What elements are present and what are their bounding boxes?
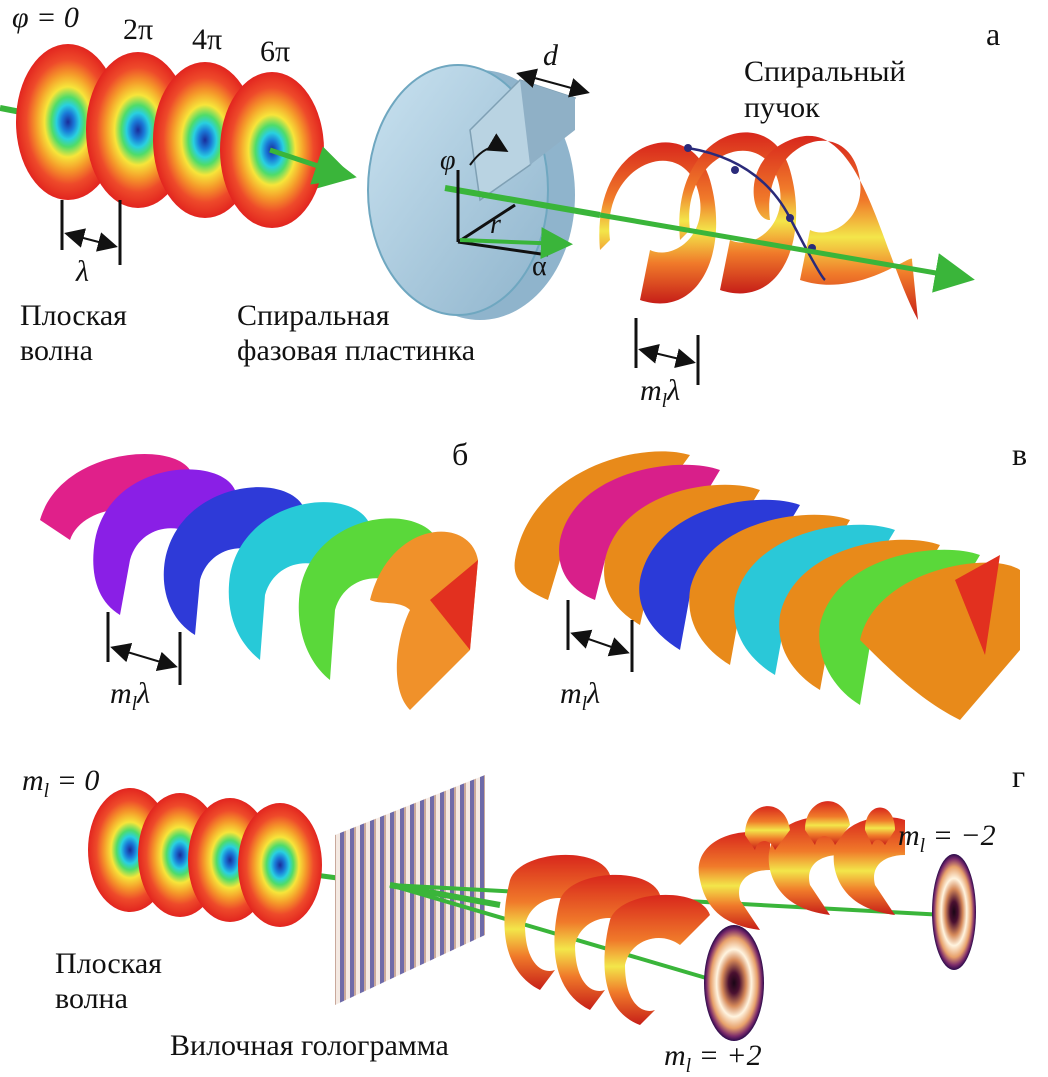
ml-plus2-label: ml = +2 (664, 1040, 762, 1077)
ml-lambda-arrow-a (642, 350, 692, 362)
panel-b (40, 454, 478, 710)
donut-beam-minus2 (932, 854, 976, 970)
ml-minus2-label: ml = −2 (898, 820, 996, 857)
phase-plate-label-line2: фазовая пластинка (237, 335, 475, 367)
spiral-beam-label-line1: Спиральный (744, 56, 906, 88)
phase-2pi-label: 2π (123, 14, 153, 46)
panel-a-tag: а (986, 18, 1000, 52)
panel-a (0, 44, 965, 385)
phi-label: φ (440, 146, 456, 175)
phi-zero-label: φ = 0 (12, 2, 79, 34)
spiral-beam (599, 132, 965, 320)
plane-wave-label-line1: Плоская (20, 300, 127, 332)
panel-v-tag: в (1012, 438, 1027, 472)
panel-b-tag: б (452, 438, 468, 472)
alpha-label: α (532, 252, 547, 281)
panel-g (88, 775, 976, 1041)
plane-wave-disc-g-4 (238, 803, 322, 927)
ml-lambda-arrow-v (574, 634, 626, 652)
helix-point-3 (786, 214, 794, 222)
helix-point-1 (684, 144, 692, 152)
donut-beam-plus2 (704, 925, 764, 1041)
r-label: r (490, 210, 501, 239)
lambda-label: λ (76, 256, 89, 288)
phase-plate-label-line1: Спиральная (237, 300, 390, 332)
fork-hologram-label: Вилочная голограмма (170, 1030, 449, 1062)
helix-point-2 (731, 166, 739, 174)
helix-g-lower-3 (604, 895, 710, 1025)
phase-4pi-label: 4π (192, 24, 222, 56)
ml-lambda-label-v: mlλ (560, 678, 600, 715)
plane-wave-g-label-line1: Плоская (55, 948, 162, 980)
ml-lambda-label-a: mlλ (640, 375, 680, 412)
plane-wave-label-line2: волна (20, 335, 93, 367)
lambda-arrow (68, 234, 114, 246)
plane-wave-g-label-line2: волна (55, 983, 128, 1015)
spiral-beam-label-line2: пучок (744, 92, 820, 124)
ml-lambda-arrow-b (114, 648, 174, 666)
ml-zero-label: ml = 0 (22, 765, 99, 802)
d-label: d (543, 40, 558, 72)
phase-6pi-label: 6π (260, 36, 290, 68)
ml-lambda-label-b: mlλ (110, 678, 150, 715)
panel-g-tag: г (1012, 760, 1025, 794)
